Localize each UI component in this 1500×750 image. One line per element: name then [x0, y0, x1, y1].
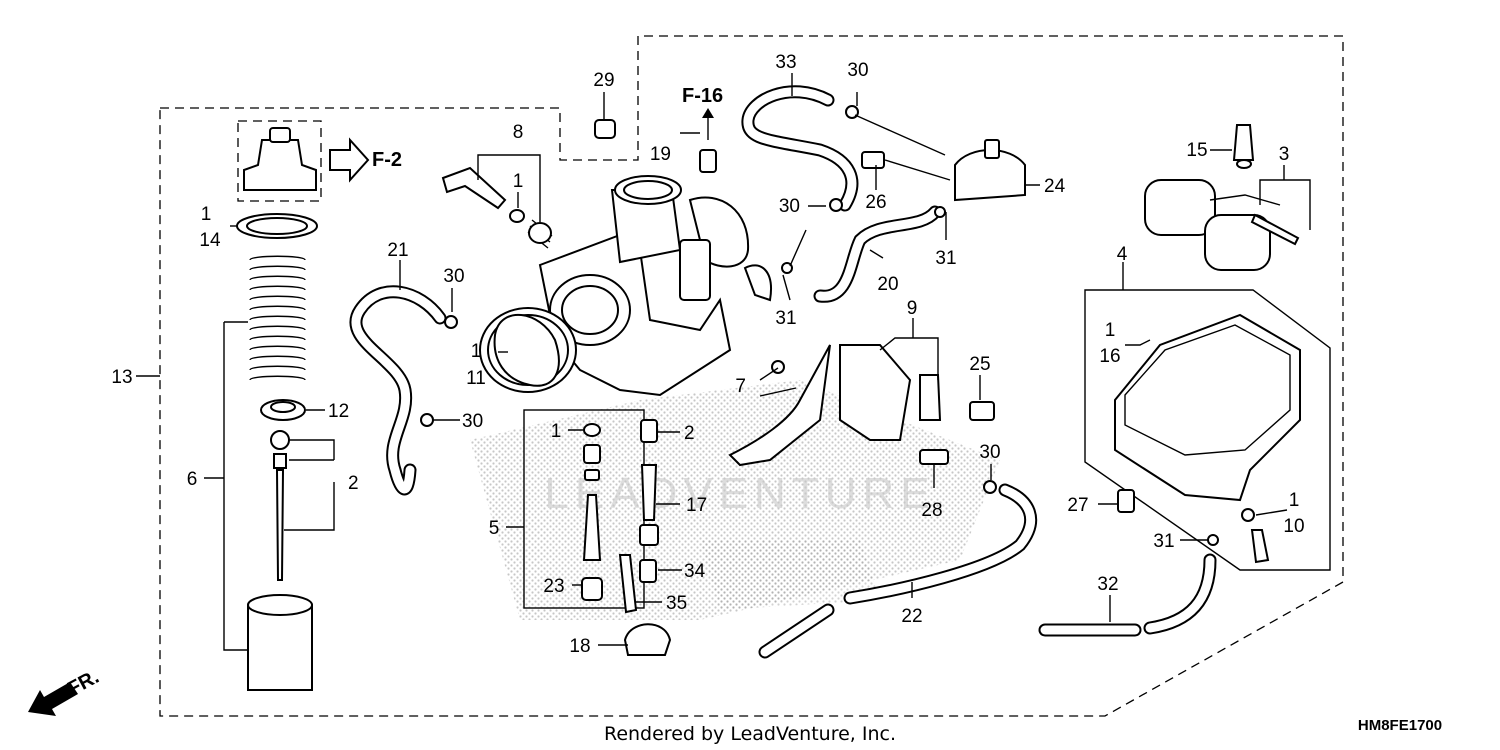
- pilot-screw-group: [441, 166, 553, 249]
- callout-10[interactable]: 10: [1283, 516, 1304, 537]
- ref-arrow-f16-icon: [702, 108, 714, 140]
- callout-17[interactable]: 17: [686, 495, 707, 516]
- float-chamber: [1114, 313, 1301, 564]
- valve-24: [861, 139, 1026, 202]
- callout-34[interactable]: 34: [684, 561, 706, 582]
- bracket-assembly: [728, 344, 942, 467]
- stipple-shadow: [470, 380, 1000, 620]
- callout-12[interactable]: 12: [328, 401, 349, 422]
- callout-29[interactable]: 29: [593, 70, 614, 91]
- callout-1[interactable]: 1: [471, 341, 482, 362]
- callout-30[interactable]: 30: [443, 266, 464, 287]
- callout-9[interactable]: 9: [907, 298, 918, 319]
- callout-2[interactable]: 2: [348, 473, 359, 494]
- callout-1[interactable]: 1: [513, 171, 524, 192]
- screw-25: [969, 401, 995, 421]
- callout-31[interactable]: 31: [775, 308, 796, 329]
- float-assembly: [1144, 124, 1300, 271]
- leader-lines: [136, 73, 1311, 651]
- callout-13[interactable]: 13: [111, 367, 132, 388]
- callout-23[interactable]: 23: [543, 576, 564, 597]
- callout-3[interactable]: 3: [1279, 144, 1290, 165]
- callout-32[interactable]: 32: [1097, 574, 1118, 595]
- callout-21[interactable]: 21: [387, 240, 408, 261]
- callout-27[interactable]: 27: [1067, 495, 1088, 516]
- float-chamber-outline: [1084, 289, 1331, 571]
- assembly-outline: [159, 35, 1344, 717]
- ref-arrow-f2-icon: [329, 137, 370, 183]
- footer-credit: Rendered by LeadVenture, Inc.: [604, 723, 896, 745]
- callout-18[interactable]: 18: [569, 636, 590, 657]
- watermark: LEADVENTURE: [544, 469, 935, 518]
- throttle-cap-assembly: [236, 127, 318, 691]
- callout-1[interactable]: 1: [201, 204, 212, 225]
- callout-35[interactable]: 35: [666, 593, 687, 614]
- cap-outline: [237, 120, 322, 202]
- callouts: 29 8 1 33 30 19 30 26 24 31 15 3 1 14 21…: [111, 52, 1304, 657]
- screw-28: [919, 449, 949, 465]
- hoses: [349, 85, 1217, 659]
- callout-1[interactable]: 1: [551, 421, 562, 442]
- callout-2[interactable]: 2: [684, 423, 695, 444]
- callout-20[interactable]: 20: [877, 274, 898, 295]
- callout-30[interactable]: 30: [847, 60, 868, 81]
- callout-33[interactable]: 33: [775, 52, 796, 73]
- ref-f16[interactable]: F-16: [682, 85, 723, 107]
- callout-11[interactable]: 11: [466, 368, 486, 389]
- ref-f2[interactable]: F-2: [372, 149, 402, 171]
- callout-14[interactable]: 14: [199, 230, 221, 251]
- callout-30[interactable]: 30: [979, 442, 1000, 463]
- callout-4[interactable]: 4: [1117, 244, 1128, 265]
- callout-6[interactable]: 6: [187, 469, 198, 490]
- callout-1[interactable]: 1: [1289, 490, 1300, 511]
- callout-16[interactable]: 16: [1099, 346, 1120, 367]
- callout-31[interactable]: 31: [1153, 531, 1174, 552]
- callout-31[interactable]: 31: [935, 248, 956, 269]
- jet-group: [581, 419, 672, 656]
- callout-22[interactable]: 22: [901, 606, 922, 627]
- callout-24[interactable]: 24: [1044, 176, 1066, 197]
- callout-30[interactable]: 30: [779, 196, 800, 217]
- callout-30[interactable]: 30: [462, 411, 483, 432]
- callout-28[interactable]: 28: [921, 500, 942, 521]
- callout-1[interactable]: 1: [1105, 320, 1116, 341]
- front-direction-arrow-icon: [28, 682, 78, 716]
- callout-7[interactable]: 7: [735, 376, 746, 397]
- gasket-11: [493, 313, 560, 387]
- callout-5[interactable]: 5: [489, 518, 500, 539]
- callout-25[interactable]: 25: [969, 354, 990, 375]
- callout-19[interactable]: 19: [650, 144, 671, 165]
- callout-8[interactable]: 8: [513, 122, 524, 143]
- callout-15[interactable]: 15: [1186, 140, 1207, 161]
- callout-26[interactable]: 26: [865, 192, 886, 213]
- diagram-code: HM8FE1700: [1358, 717, 1442, 734]
